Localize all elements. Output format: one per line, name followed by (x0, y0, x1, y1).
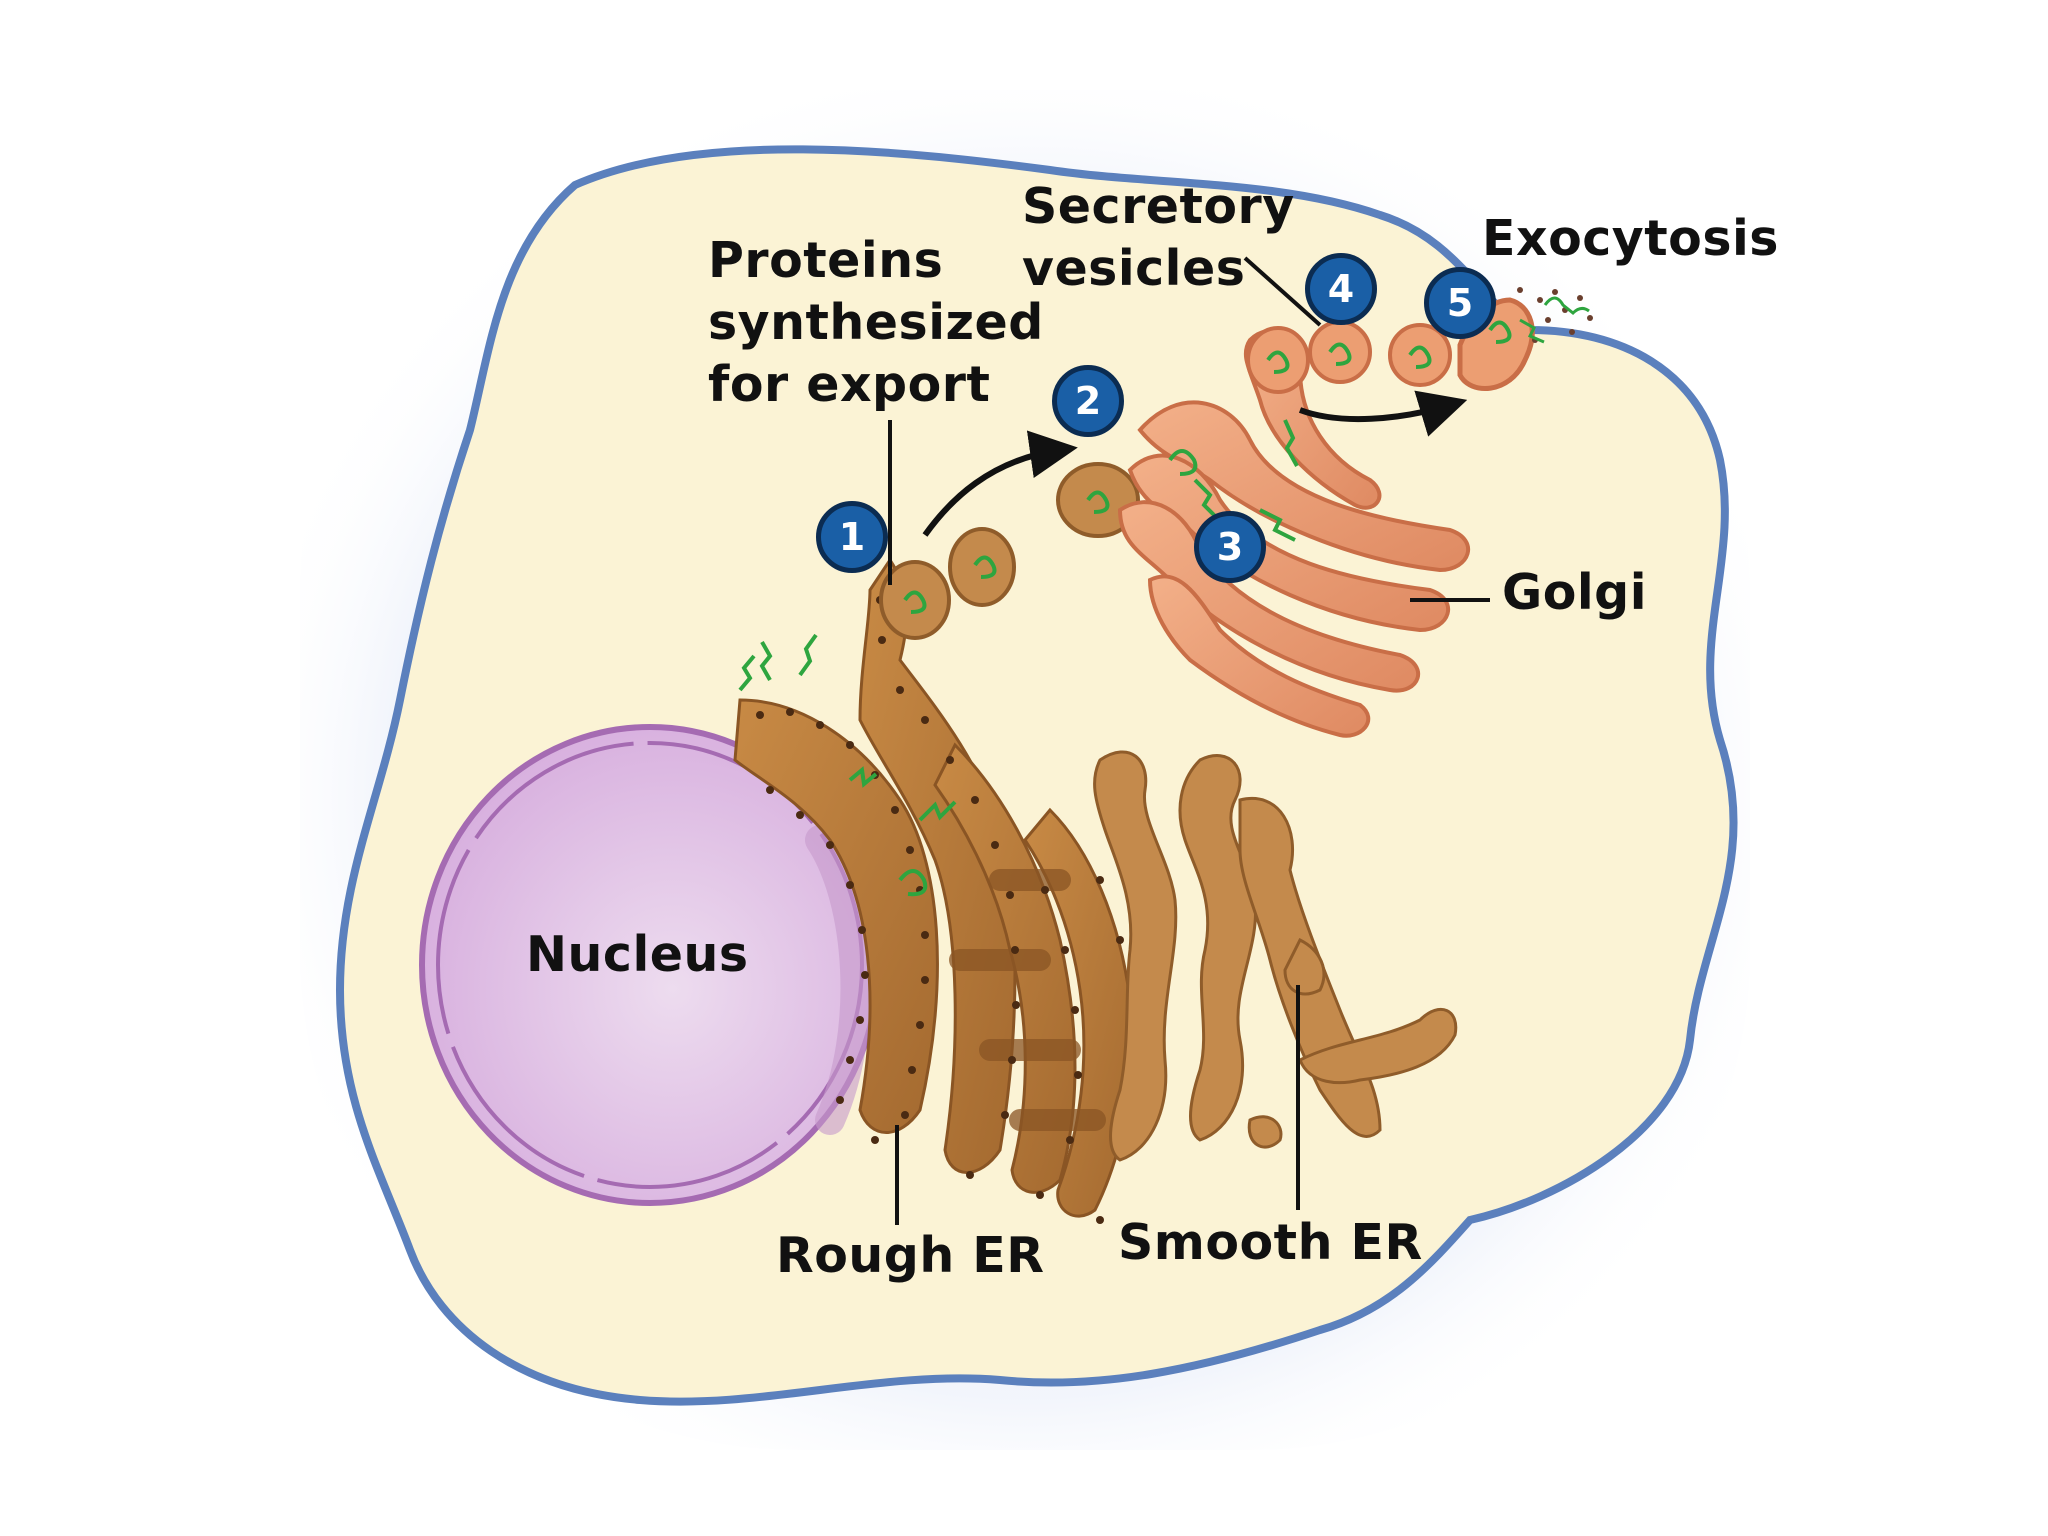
label-nucleus: Nucleus (526, 926, 749, 983)
label-proteins-line3: for export (708, 356, 991, 413)
nascent-proteins (738, 633, 957, 897)
label-proteins-synthesized: Proteins synthesized for export (708, 230, 1044, 416)
label-proteins-line2: synthesized (708, 294, 1044, 351)
label-proteins-line1: Proteins (708, 232, 944, 289)
arrow-er-to-golgi (922, 430, 1078, 537)
step-4-badge: 4 (1305, 253, 1377, 325)
step-5-badge: 5 (1424, 267, 1496, 339)
label-rough-er: Rough ER (776, 1227, 1045, 1284)
arrow-golgi-to-exocytosis (1298, 390, 1468, 437)
step-1-badge: 1 (816, 501, 888, 573)
label-exocytosis: Exocytosis (1482, 210, 1779, 267)
transport-vesicles (879, 462, 1140, 640)
label-smooth-er: Smooth ER (1118, 1214, 1423, 1271)
label-secretory-vesicles: Secretory vesicles (1022, 176, 1295, 300)
secretory-vesicles (1246, 320, 1452, 394)
nucleus (419, 724, 881, 1206)
smooth-er (1093, 750, 1458, 1162)
label-secretory-line1: Secretory (1022, 178, 1295, 235)
step-2-badge: 2 (1052, 365, 1124, 437)
label-golgi: Golgi (1502, 564, 1648, 621)
rough-er (733, 557, 1139, 1224)
leader-secretory (1243, 256, 1322, 327)
step-3-badge: 3 (1194, 511, 1266, 583)
label-secretory-line2: vesicles (1022, 240, 1246, 297)
